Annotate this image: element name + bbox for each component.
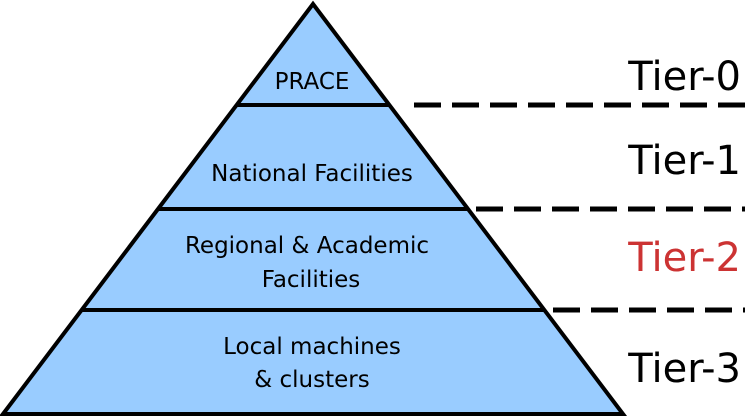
layer-label-national: National Facilities	[211, 161, 413, 187]
tier-label-3: Tier-3	[627, 346, 741, 392]
tier-label-2: Tier-2	[627, 235, 741, 281]
layer-label-regional-line-1: Regional & Academic	[185, 233, 429, 259]
tier-label-1: Tier-1	[627, 138, 741, 184]
layer-label-prace: PRACE	[275, 69, 350, 95]
tier-label-0: Tier-0	[627, 54, 741, 100]
layer-label-local-line-2: & clusters	[254, 367, 369, 393]
layer-label-local-line-1: Local machines	[223, 334, 401, 360]
layer-label-regional-line-2: Facilities	[262, 267, 361, 293]
